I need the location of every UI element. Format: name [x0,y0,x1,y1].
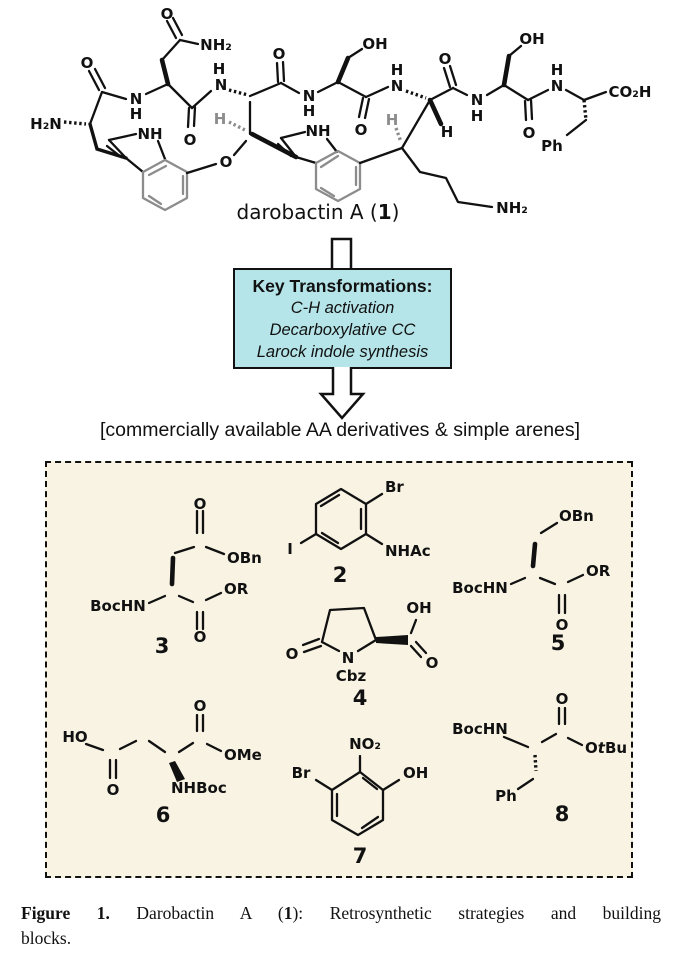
amide-n-label: N [391,77,404,95]
amide-n-label: N [303,87,316,105]
carbonyl-o-label: O [273,45,286,63]
figure-caption-text: ): Retrosynthetic strategies and buildin… [292,903,661,923]
stereo-h-label: H [441,123,454,141]
compound-number-3: 3 [155,634,170,658]
iodo-label: I [287,540,293,558]
nhboc-label: NHBoc [171,779,227,797]
lys-nh2-label: NH₂ [496,199,528,217]
amide-h-label: H [303,102,316,120]
o-label: O [194,697,207,715]
o-label: O [107,781,120,799]
carbonyl-o-label: O [523,124,536,142]
nhac-label: NHAc [385,542,431,560]
darobactin-structure: H₂N O N H O NH₂ O H N H NH O O N H OH O … [30,5,652,224]
carbonyl-o-label: O [355,121,368,139]
carbonyl-o-label: O [439,50,452,68]
amide-h-label: H [471,107,484,125]
figure-caption: Figure 1. Darobactin A (1): Retrosynthet… [21,901,661,951]
asn-nh2-label: NH₂ [200,36,232,54]
key-transformations-title: Key Transformations: [252,276,433,296]
amine-label: H₂N [30,115,62,133]
amide-h-label: H [213,60,226,78]
structure-3: O OBn OR BocHN O 3 [90,495,262,658]
structure-8: BocHN O OtBu Ph 8 [452,690,627,826]
ring-n-label: N [342,649,355,667]
bochn-label: BocHN [90,597,146,615]
key-transformation-item: C-H activation [290,299,395,317]
carbonyl-o-label: O [184,131,197,149]
indole-nh-label: NH [137,125,162,143]
amide-h-label: H [130,105,143,123]
building-blocks-structures: O OBn OR BocHN O 3 Br NHAc I 2 [62,478,627,868]
compound-number-6: 6 [156,803,171,827]
figure-caption-prefix: Figure 1. [21,903,110,923]
structure-7: NO₂ Br OH 7 [292,735,429,868]
structure-2: Br NHAc I 2 [287,478,430,587]
ser-oh-label: OH [519,30,544,48]
stereo-h-label: H [214,110,227,128]
building-blocks-panel [45,461,633,878]
acid-label: CO₂H [609,83,652,101]
carbonyl-o-label: O [81,54,94,72]
amide-h-label: H [551,61,564,79]
or-label: OR [586,562,611,580]
compound-number-8: 8 [555,802,570,826]
o-label: O [556,616,569,634]
stereo-h-label: H [386,111,399,129]
o-label: O [426,654,439,672]
bochn-label: BocHN [452,579,508,597]
phenyl-label: Ph [495,787,517,805]
o-label: O [194,495,207,513]
otbu-label: OtBu [585,739,627,757]
down-arrow-icon [318,367,366,420]
ether-o-label: O [220,153,233,171]
wedge-bond [169,761,185,782]
structure-4: O N Cbz OH O 4 [286,599,439,710]
no2-label: NO₂ [349,735,381,753]
darobactin-name: darobactin A (1) [237,200,400,224]
obn-label: OBn [227,549,262,567]
key-transformation-item: Larock indole synthesis [256,343,429,361]
ser-oh-label: OH [362,35,387,53]
br-label: Br [292,764,311,782]
amide-n-label: N [215,76,228,94]
amide-n-label: N [471,91,484,109]
ho-label: HO [62,728,87,746]
phenyl-label: Ph [541,137,563,155]
key-transformation-item: Decarboxylative CC [269,321,416,339]
asn-o-label: O [161,5,174,23]
br-label: Br [385,478,404,496]
structure-6: HO O O OMe NHBoc 6 [62,697,262,827]
wedge-bond [376,635,408,645]
figure-caption-line2: blocks. [21,928,72,948]
bochn-label: BocHN [452,720,508,738]
structure-5: OBn BocHN OR O 5 [452,507,611,655]
key-transformations-box: Key Transformations: C-H activation Deca… [233,268,452,369]
amide-n-label: N [551,77,564,95]
obn-label: OBn [559,507,594,525]
amide-n-label: N [130,90,143,108]
figure-caption-compound-number: 1 [283,903,293,923]
or-label: OR [224,580,249,598]
o-label: O [286,645,299,663]
compound-number-4: 4 [353,686,368,710]
compound-number-2: 2 [333,563,348,587]
availability-note: [commercially available AA derivatives &… [99,419,581,441]
oh-label: OH [403,764,428,782]
compound-number-7: 7 [353,844,368,868]
compound-number-5: 5 [551,631,566,655]
o-label: O [556,690,569,708]
oh-label: OH [406,599,431,617]
indole-nh-label: NH [305,122,330,140]
figure-caption-text: Darobactin A ( [109,903,284,923]
ome-label: OMe [224,746,262,764]
o-label: O [194,628,207,646]
figure-caption-line1: Figure 1. Darobactin A (1): Retrosynthet… [21,901,661,926]
down-arrow-shaft-icon [330,237,353,270]
amide-h-label: H [391,61,404,79]
cbz-label: Cbz [336,667,367,685]
